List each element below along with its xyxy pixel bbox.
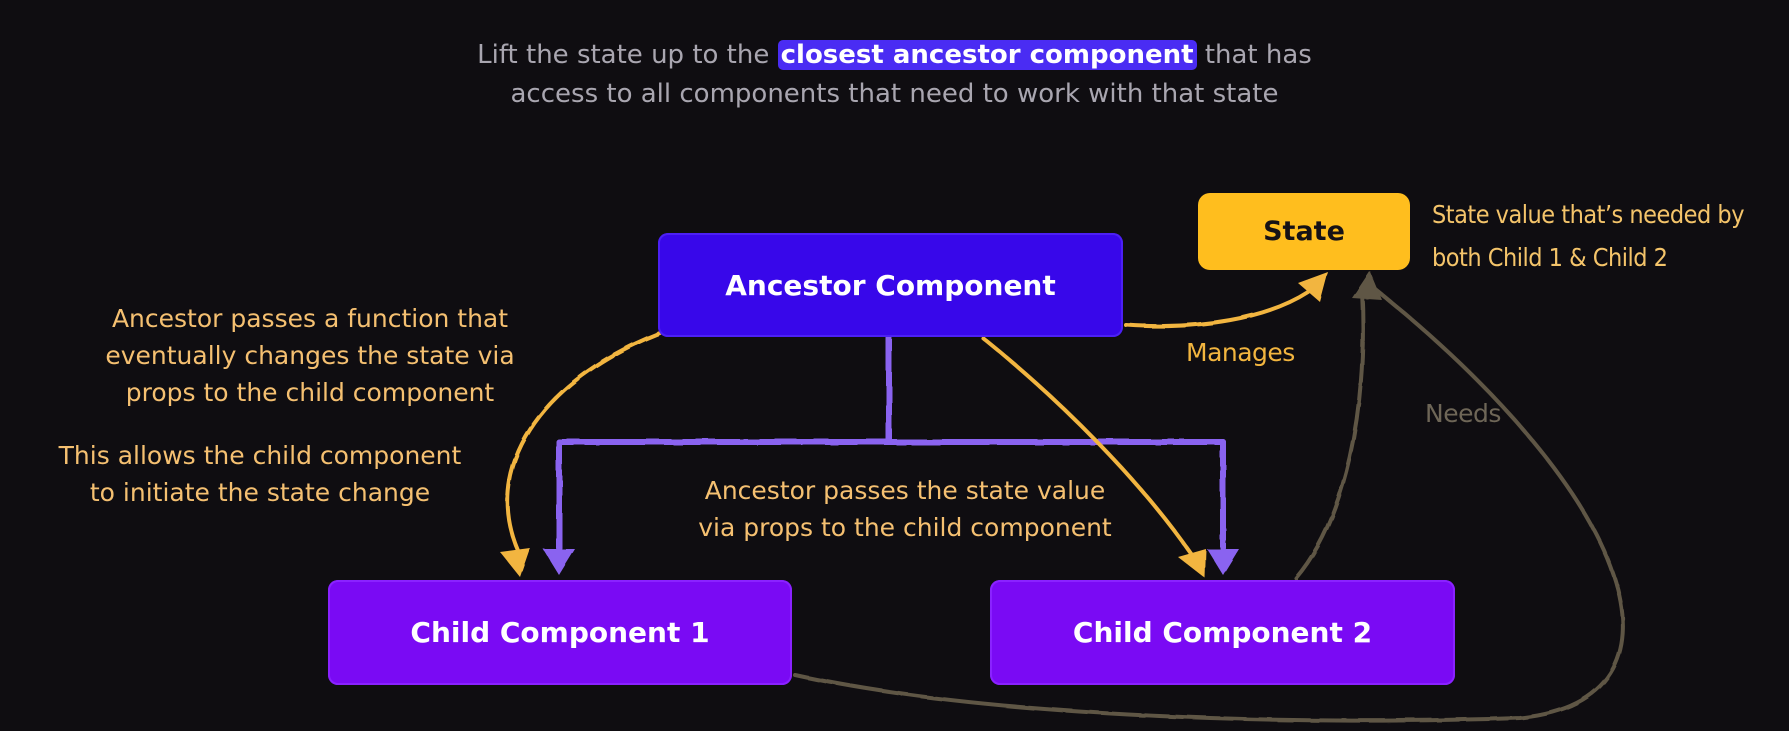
caption-highlight: closest ancestor component xyxy=(777,40,1197,70)
annotation-line: props to the child component xyxy=(125,378,495,407)
props-connector xyxy=(556,335,1226,551)
needs-arrow-child2 xyxy=(1294,288,1365,580)
child-component-2-node: Child Component 2 xyxy=(990,580,1455,685)
function-arrow-child1 xyxy=(505,331,662,557)
annotation-line: This allows the child component xyxy=(58,441,462,470)
annotation-initiate: This allows the child component to initi… xyxy=(30,437,490,511)
caption-line-1: Lift the state up to the closest ancesto… xyxy=(0,36,1789,75)
annotation-state-note: State value that’s needed by both Child … xyxy=(1432,193,1745,279)
function-arrowhead-child1 xyxy=(500,548,530,577)
caption-line-2: access to all components that need to wo… xyxy=(510,79,1279,109)
function-arrowhead-child2 xyxy=(1178,549,1206,578)
edge-label-needs: Needs xyxy=(1425,399,1501,428)
caption: Lift the state up to the closest ancesto… xyxy=(0,36,1789,114)
annotation-line: via props to the child component xyxy=(698,513,1112,542)
props-arrowhead-child2 xyxy=(1207,549,1239,575)
caption-after: that has xyxy=(1204,40,1312,70)
needs-arrow-child1 xyxy=(793,283,1625,723)
edge-label-manages: Manages xyxy=(1186,338,1295,367)
annotation-state-pass: Ancestor passes the state value via prop… xyxy=(660,472,1150,546)
ancestor-component-node: Ancestor Component xyxy=(658,233,1123,337)
annotation-line: State value that’s needed by xyxy=(1432,200,1745,229)
annotation-line: eventually changes the state via xyxy=(105,341,515,370)
caption-before: Lift the state up to the xyxy=(477,40,770,70)
needs-arrowhead xyxy=(1352,271,1382,300)
annotation-function-pass: Ancestor passes a function that eventual… xyxy=(80,300,540,411)
function-arrow-child2 xyxy=(981,336,1194,557)
child-component-1-node: Child Component 1 xyxy=(328,580,792,685)
annotation-line: to initiate the state change xyxy=(89,478,431,507)
state-node: State xyxy=(1198,193,1410,270)
annotation-line: Ancestor passes the state value xyxy=(704,476,1106,505)
props-arrowhead-child1 xyxy=(543,549,575,575)
manages-arrowhead xyxy=(1298,272,1328,302)
annotation-line: both Child 1 & Child 2 xyxy=(1432,243,1668,272)
manages-arrow xyxy=(1124,290,1310,329)
annotation-line: Ancestor passes a function that xyxy=(111,304,509,333)
